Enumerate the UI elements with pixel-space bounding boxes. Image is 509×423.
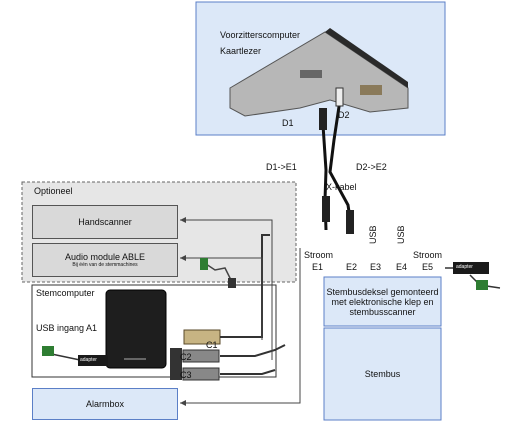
stemcomputer-title: Stemcomputer: [36, 288, 95, 298]
audio-module-sub: Bij één van de stemmachines: [72, 262, 138, 268]
x-kabel-label: X-kabel: [326, 182, 357, 192]
stembusdeksel-box: Stembusdeksel gemonteerd met elektronisc…: [324, 277, 441, 326]
d1-label: D1: [282, 118, 294, 128]
laptop-image: [229, 28, 409, 117]
port-e3-bottom: E3: [370, 262, 382, 272]
stembus-box: Stembus: [324, 328, 441, 420]
stembus-label: Stembus: [364, 369, 401, 379]
audio-module-box: Audio module ABLE Bij één van de stemmac…: [32, 243, 178, 277]
stembusdeksel-label: Stembusdeksel gemonteerd met elektronisc…: [326, 286, 439, 317]
c3-label: C3: [180, 370, 192, 380]
port-e2-bottom: E2: [346, 262, 358, 272]
voorzitter-subtitle: Kaartlezer: [220, 46, 262, 56]
audio-module-label: Audio module ABLE: [64, 252, 146, 262]
adapter-right-label: adapter: [456, 264, 473, 270]
port-e5-top: Stroom: [413, 250, 443, 260]
d2-label: D2: [338, 110, 350, 120]
tablet-image: [105, 289, 167, 369]
c1-label: C1: [206, 340, 218, 350]
d2-e2-label: D2->E2: [356, 162, 387, 172]
port-e1-bottom: E1: [312, 262, 324, 272]
port-e1-top: Stroom: [304, 250, 334, 260]
handscanner-box: Handscanner: [32, 205, 178, 239]
handscanner-label: Handscanner: [78, 217, 132, 227]
port-e5-bottom: E5: [422, 262, 434, 272]
voorzitter-title: Voorzitterscomputer: [220, 30, 301, 40]
port-e3-top: USB: [368, 225, 378, 244]
d1-e1-label: D1->E1: [266, 162, 297, 172]
optioneel-title: Optioneel: [34, 186, 73, 196]
alarmbox-label: Alarmbox: [85, 399, 124, 409]
c2-label: C2: [180, 352, 192, 362]
usb-ingang-label: USB ingang A1: [36, 323, 98, 333]
alarmbox-box: Alarmbox: [32, 388, 178, 420]
port-e4-bottom: E4: [396, 262, 408, 272]
adapter-left-label: adapter: [80, 357, 97, 363]
port-e4-top: USB: [396, 225, 406, 244]
